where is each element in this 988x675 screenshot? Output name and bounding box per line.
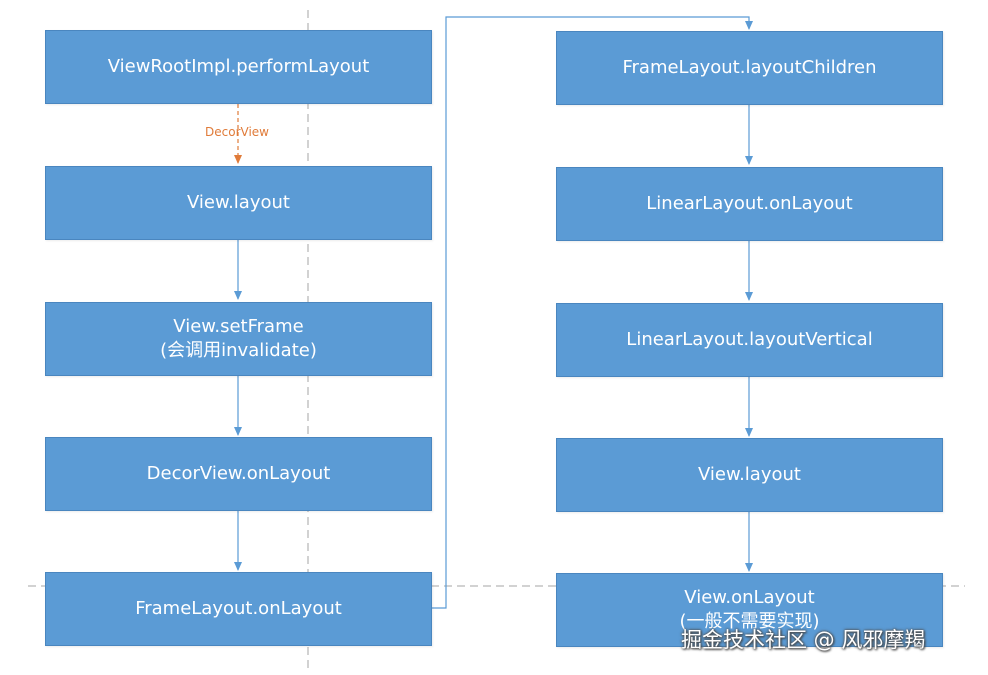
node-decor-view-on-layout: DecorView.onLayout [45, 437, 432, 511]
arrow-frame-on-layout-to-layout-children [432, 16, 753, 609]
watermark: 掘金技术社区 @ 风邪摩羯 [681, 628, 926, 652]
node-label: View.setFrame [173, 315, 304, 337]
node-label: FrameLayout.onLayout [135, 597, 342, 619]
node-linear-layout-layout-vertical: LinearLayout.layoutVertical [556, 303, 943, 377]
node-view-on-layout: View.onLayout (一般不需要实现) [556, 573, 943, 647]
node-label: LinearLayout.onLayout [646, 192, 853, 214]
node-label: FrameLayout.layoutChildren [622, 56, 877, 78]
edge-label-decor-view: DecorView [205, 125, 269, 139]
node-label: ViewRootImpl.performLayout [107, 55, 370, 77]
node-label: LinearLayout.layoutVertical [626, 328, 873, 350]
node-view-layout-2: View.layout [556, 438, 943, 512]
node-view-set-frame: View.setFrame (会调用invalidate) [45, 302, 432, 376]
node-view-root-impl-perform-layout: ViewRootImpl.performLayout [45, 30, 432, 104]
node-note: (一般不需要实现) [679, 611, 820, 632]
node-label: DecorView.onLayout [146, 462, 331, 484]
node-note: (会调用invalidate) [160, 340, 317, 361]
node-frame-layout-on-layout: FrameLayout.onLayout [45, 572, 432, 646]
node-frame-layout-layout-children: FrameLayout.layoutChildren [556, 31, 943, 105]
node-label: View.onLayout [684, 586, 815, 608]
node-label: View.layout [698, 463, 801, 485]
node-label: View.layout [187, 191, 290, 213]
node-view-layout: View.layout [45, 166, 432, 240]
node-linear-layout-on-layout: LinearLayout.onLayout [556, 167, 943, 241]
